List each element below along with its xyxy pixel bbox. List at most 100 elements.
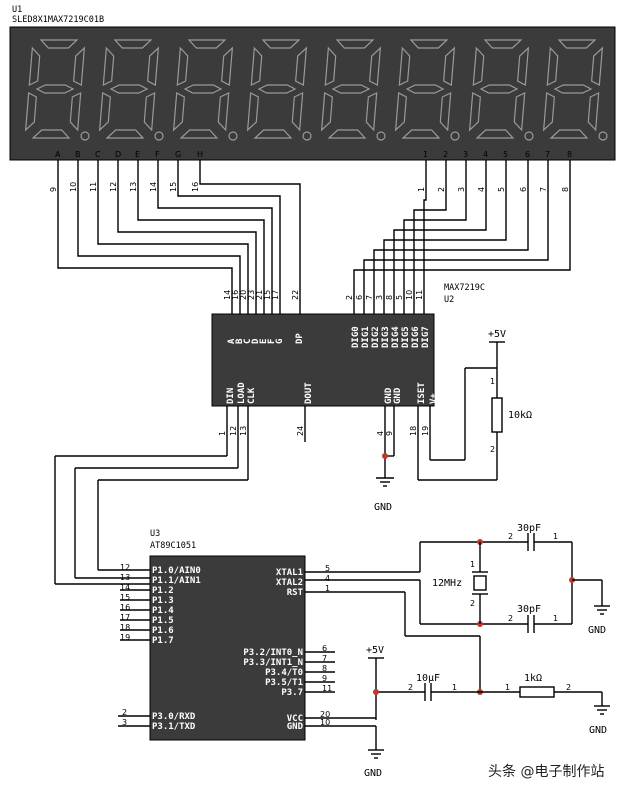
pin-number: 4 <box>477 187 486 192</box>
gnd-label-crystal: GND <box>588 625 606 636</box>
svg-text:1: 1 <box>490 377 495 386</box>
pin-number: 3 <box>457 187 466 192</box>
mcu-right-pin: P3.4/T0 <box>265 668 303 678</box>
pin-number: 16 <box>231 290 240 300</box>
pin-number: 2 <box>437 187 446 192</box>
segment-wire <box>177 160 281 314</box>
display-part: SLED8X1MAX7219C01B <box>12 15 104 25</box>
max-seg-pin: C <box>243 339 253 344</box>
segment-label: B <box>75 150 81 159</box>
pin-number: 6 <box>322 644 327 653</box>
max-dig-pin: DIG4 <box>391 326 401 348</box>
pin-number: 24 <box>296 426 305 436</box>
spi-wires <box>54 406 249 585</box>
digit-glyph <box>172 39 238 141</box>
pin-number: 19 <box>120 633 130 642</box>
reset-cap-value: 10μF <box>416 673 440 684</box>
segment-wire <box>157 160 273 314</box>
pin-number: 10 <box>405 290 414 300</box>
segment-label: F <box>155 150 160 159</box>
mcu-left-pin: P1.2 <box>152 586 174 596</box>
pin-number: 1 <box>218 431 227 436</box>
digit-label: 5 <box>503 150 508 159</box>
mcu-left-pin: P1.7 <box>152 636 174 646</box>
svg-text:2: 2 <box>470 599 475 608</box>
segment-wire <box>199 160 301 314</box>
pin-number: 9 <box>322 674 327 683</box>
digit-wire <box>353 160 571 314</box>
mcu-right-pin: P3.3/INT1_N <box>243 658 303 668</box>
digit-label: 1 <box>423 150 428 159</box>
max-seg-pin: A <box>227 338 237 344</box>
pin-number: 4 <box>376 431 385 436</box>
max-seg-pin: F <box>267 339 277 344</box>
max-seg-pin: E <box>259 339 269 344</box>
svg-text:1: 1 <box>553 532 558 541</box>
segment-label: C <box>95 150 101 159</box>
pin-number: 10 <box>69 182 78 192</box>
vcc-label-top: +5V <box>488 329 506 340</box>
mcu-right-pin: GND <box>287 722 304 732</box>
max-bottom-pin: CLK <box>247 387 257 404</box>
pin-number: 14 <box>149 182 158 192</box>
crystal-circuit <box>305 533 610 633</box>
segment-wire <box>57 160 233 314</box>
gnd-label-reset: GND <box>589 725 607 736</box>
pin-number: 1 <box>325 584 330 593</box>
mcu-left-pin: P1.1/AIN1 <box>152 576 201 586</box>
max-seg-pin: G <box>275 339 285 344</box>
digit-wire <box>413 160 447 314</box>
pin-number: 14 <box>120 583 130 592</box>
pin-number: 3 <box>375 295 384 300</box>
mcu-right-pin: RST <box>287 588 304 598</box>
reset-resistor-value: 1kΩ <box>524 673 542 684</box>
pin-number: 5 <box>395 295 404 300</box>
max-bottom-pin: GND <box>384 387 394 404</box>
pin-number: 22 <box>291 290 300 300</box>
reset-circuit <box>305 591 610 759</box>
svg-text:1: 1 <box>553 614 558 623</box>
pin-number: 19 <box>421 426 430 436</box>
max-dig-pin: DIG3 <box>381 326 391 348</box>
pin-number: 7 <box>322 654 327 663</box>
watermark: 头条 @电子制作站 <box>488 763 604 780</box>
pin-number: 5 <box>497 187 506 192</box>
mcu-pins: P1.0/AIN012P1.1/AIN113P1.214P1.315P1.416… <box>118 563 335 732</box>
svg-text:2: 2 <box>508 532 513 541</box>
pin-number: 6 <box>519 187 528 192</box>
segment-label: E <box>135 150 140 159</box>
pin-number: 13 <box>120 573 130 582</box>
mcu-right-pin: P3.7 <box>281 688 303 698</box>
pin-number: 11 <box>89 182 98 192</box>
display-digits <box>24 39 608 141</box>
segment-label: G <box>175 150 181 159</box>
max-bottom-pin: LOAD <box>237 382 247 404</box>
mcu-part: AT89C1051 <box>150 541 196 551</box>
pin-number: 2 <box>122 708 127 717</box>
segment-label: H <box>197 150 203 159</box>
segment-wire <box>137 160 265 314</box>
svg-text:2: 2 <box>508 614 513 623</box>
crystal-value: 12MHz <box>432 578 462 589</box>
svg-text:1: 1 <box>452 683 457 692</box>
max-dig-pin: DIG0 <box>351 326 361 348</box>
svg-text:1: 1 <box>505 683 510 692</box>
digit-glyph <box>320 39 386 141</box>
cap1-value: 30pF <box>517 523 541 534</box>
digit-label: 6 <box>525 150 530 159</box>
mcu-left-pin: P1.4 <box>152 606 174 616</box>
max-seg-pin: D <box>251 338 261 344</box>
digit-label: 7 <box>545 150 550 159</box>
max-bottom-pin: ISET <box>417 382 427 404</box>
gnd-label-mcu: GND <box>364 768 382 779</box>
gnd-label-max: GND <box>374 502 392 513</box>
max-bottom-pin: DIN <box>226 388 236 404</box>
segment-label: D <box>115 150 121 159</box>
mcu-right-pin: VCC <box>287 714 303 724</box>
digit-glyph <box>98 39 164 141</box>
pin-number: 15 <box>263 290 272 300</box>
digit-glyph <box>394 39 460 141</box>
mcu-chip <box>149 555 306 741</box>
